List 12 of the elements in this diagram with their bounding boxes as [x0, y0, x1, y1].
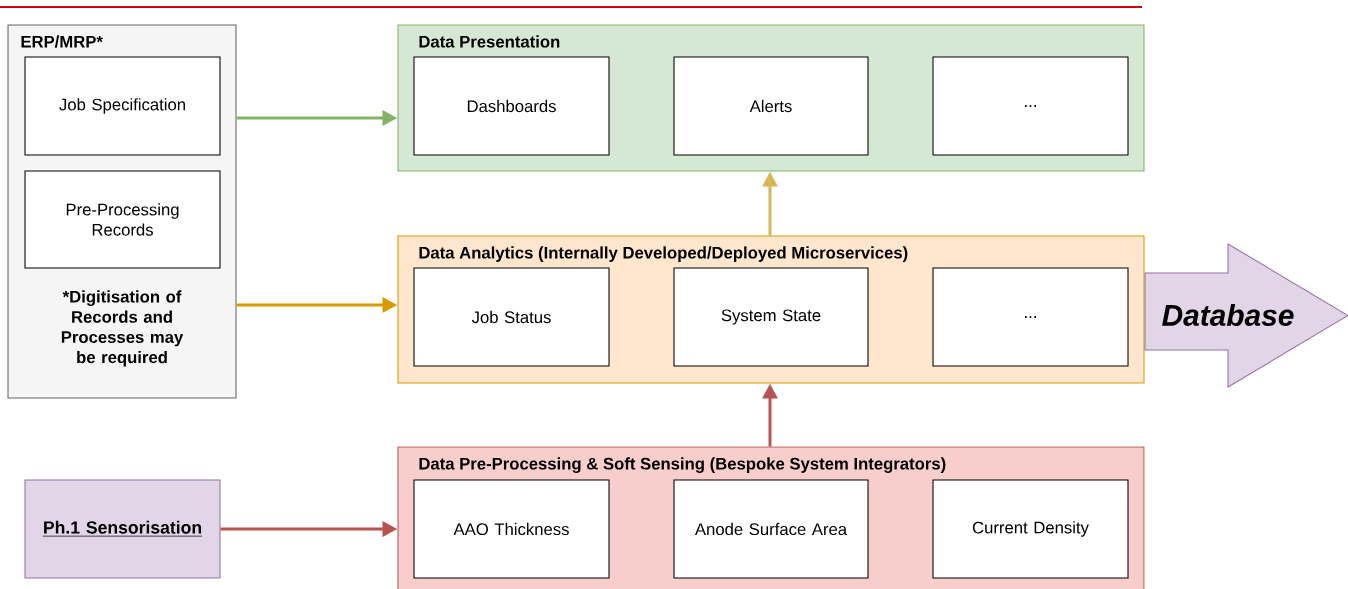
- process-box: AAO Thickness: [413, 479, 610, 579]
- process-box: Alerts: [673, 56, 869, 156]
- sensor-box: Ph.1 Sensorisation: [24, 479, 221, 579]
- process-box: Dashboards: [413, 56, 610, 156]
- process-box: Anode Surface Area: [673, 479, 869, 579]
- process-box: Current Density: [932, 479, 1129, 579]
- process-box: Pre-Processing Records: [24, 170, 221, 269]
- process-box: ...: [932, 267, 1129, 367]
- process-box: ...: [932, 56, 1129, 156]
- process-box: Job Specification: [24, 56, 221, 156]
- process-box: System State: [673, 267, 869, 367]
- process-box: Job Status: [413, 267, 610, 367]
